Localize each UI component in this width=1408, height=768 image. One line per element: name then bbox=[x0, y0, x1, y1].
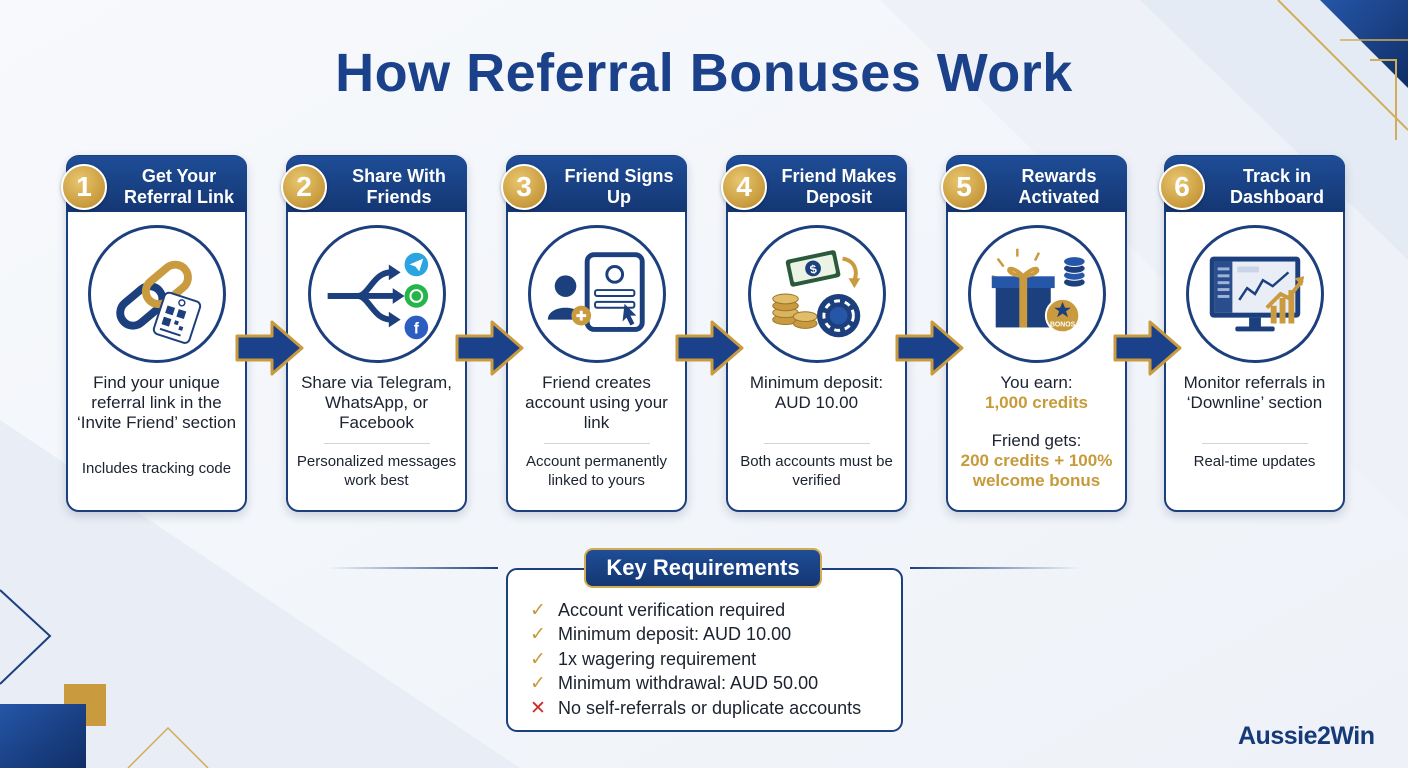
requirement-item: ✕ No self-referrals or duplicate account… bbox=[530, 696, 900, 721]
you-earn-value: 1,000 credits bbox=[984, 393, 1088, 412]
requirement-item: ✓ Minimum deposit: AUD 10.00 bbox=[530, 623, 900, 648]
money-coins-chip-icon: $ bbox=[748, 225, 886, 363]
arrow-right-icon bbox=[455, 320, 524, 376]
step-title: Get Your Referral Link bbox=[123, 166, 235, 207]
step-number-badge: 2 bbox=[281, 164, 327, 210]
requirement-text: Account verification required bbox=[558, 599, 786, 620]
step-title: Share With Friends bbox=[352, 166, 446, 207]
check-icon: ✓ bbox=[530, 599, 546, 621]
check-icon: ✓ bbox=[530, 673, 546, 695]
step-card-3: 3 Friend Signs Up Friend creates account… bbox=[501, 155, 687, 512]
step-note: Both accounts must be verified bbox=[740, 453, 893, 489]
step-number-badge: 5 bbox=[941, 164, 987, 210]
requirement-text: Minimum deposit: AUD 10.00 bbox=[558, 624, 792, 645]
share-telegram-whatsapp-facebook-icon: f bbox=[308, 225, 446, 363]
bonos-badge-label: BONOS bbox=[1050, 321, 1076, 328]
step-number-badge: 4 bbox=[721, 164, 767, 210]
requirement-item: ✓ Account verification required bbox=[530, 598, 900, 623]
arrow-right-icon bbox=[1113, 320, 1182, 376]
requirements-title: Key Requirements bbox=[584, 548, 822, 588]
check-icon: ✓ bbox=[530, 624, 546, 646]
brand-logo: Aussie2Win bbox=[1238, 722, 1375, 750]
requirement-text: No self-referrals or duplicate accounts bbox=[558, 697, 862, 718]
step-title: Rewards Activated bbox=[1018, 166, 1100, 207]
step-card-4: 4 Friend Makes Deposit $ Minimum deposit… bbox=[721, 155, 907, 512]
link-chain-qr-tag-icon bbox=[88, 225, 226, 363]
step-card-1: 1 Get Your Referral Link Find your uniqu… bbox=[61, 155, 247, 512]
requirements-list: ✓ Account verification required ✓ Minimu… bbox=[530, 598, 900, 721]
dashboard-monitor-chart-icon bbox=[1186, 225, 1324, 363]
step-description: Find your unique referral link in the ‘I… bbox=[76, 373, 237, 432]
divider bbox=[324, 443, 430, 444]
svg-text:$: $ bbox=[809, 262, 819, 277]
step-number-badge: 3 bbox=[501, 164, 547, 210]
divider bbox=[1202, 443, 1308, 444]
step-note: Real-time updates bbox=[1193, 453, 1316, 470]
requirement-item: ✓ 1x wagering requirement bbox=[530, 647, 900, 672]
step-card-6: 6 Track in Dashboard Monitor referral bbox=[1159, 155, 1345, 512]
friend-gets-label: Friend gets: bbox=[991, 431, 1082, 450]
step-number-badge: 1 bbox=[61, 164, 107, 210]
divider-line bbox=[910, 567, 1080, 569]
step-note: Includes tracking code bbox=[81, 460, 232, 477]
requirement-text: 1x wagering requirement bbox=[558, 648, 757, 669]
step-description: Friend creates account using your link bbox=[525, 373, 668, 432]
step-number-badge: 6 bbox=[1159, 164, 1205, 210]
svg-text:f: f bbox=[414, 320, 420, 337]
user-signup-tablet-icon bbox=[528, 225, 666, 363]
check-icon: ✓ bbox=[530, 648, 546, 670]
step-title: Friend Makes Deposit bbox=[781, 166, 897, 207]
step-note: Account permanently linked to yours bbox=[526, 453, 667, 489]
divider bbox=[544, 443, 650, 444]
arrow-right-icon bbox=[235, 320, 304, 376]
cross-icon: ✕ bbox=[530, 697, 546, 719]
step-card-5: 5 Rewards Activated BONOS You earn: 1,00… bbox=[941, 155, 1127, 512]
step-description: Minimum deposit: AUD 10.00 bbox=[749, 373, 884, 412]
you-earn-label: You earn: bbox=[1000, 373, 1073, 392]
step-card-2: 2 Share With Friends f Share via Telegra… bbox=[281, 155, 467, 512]
step-note: Personalized messages work best bbox=[296, 453, 457, 489]
divider bbox=[764, 443, 870, 444]
requirement-item: ✓ Minimum withdrawal: AUD 50.00 bbox=[530, 672, 900, 697]
arrow-right-icon bbox=[675, 320, 744, 376]
step-title: Track in Dashboard bbox=[1229, 166, 1325, 207]
step-description: Share via Telegram, WhatsApp, or Faceboo… bbox=[301, 373, 452, 432]
divider-line bbox=[328, 567, 498, 569]
requirement-text: Minimum withdrawal: AUD 50.00 bbox=[558, 673, 819, 694]
step-description: Monitor referrals in ‘Downline’ section bbox=[1183, 373, 1326, 412]
page-title: How Referral Bonuses Work bbox=[335, 43, 1073, 103]
step-title: Friend Signs Up bbox=[564, 166, 674, 207]
gift-bonus-coins-icon: BONOS bbox=[968, 225, 1106, 363]
friend-gets-value: 200 credits + 100% welcome bonus bbox=[960, 451, 1113, 490]
requirements-box bbox=[506, 568, 903, 732]
arrow-right-icon bbox=[895, 320, 964, 376]
